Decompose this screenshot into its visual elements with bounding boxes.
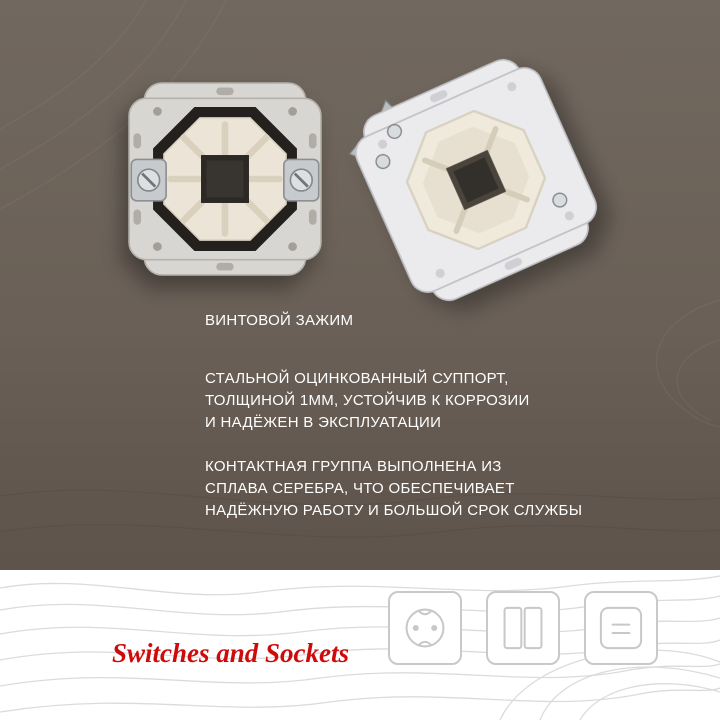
feature-steel-support: СТАЛЬНОЙ ОЦИНКОВАННЫЙ СУППОРТ, ТОЛЩИНОЙ … <box>205 370 530 431</box>
product-photo-front-view <box>116 70 334 288</box>
tagline: Switches and Sockets <box>112 638 350 668</box>
double-switch-icon <box>486 591 560 665</box>
feature-contact-group: КОНТАКТНАЯ ГРУППА ВЫПОЛНЕНА ИЗ СПЛАВА СЕ… <box>205 458 583 519</box>
socket-icon <box>388 591 462 665</box>
footer-band: Switches and Sockets <box>0 570 720 720</box>
support-back-illustration <box>348 59 597 301</box>
support-front-illustration <box>128 82 322 276</box>
feature-list: ВИНТОВОЙ ЗАЖИМ СТАЛЬНОЙ ОЦИНКОВАННЫЙ СУП… <box>205 310 635 544</box>
product-category-icons <box>388 591 658 665</box>
feature-screw-clamp: ВИНТОВОЙ ЗАЖИМ <box>205 312 354 329</box>
product-photo-back-view <box>325 29 626 330</box>
usb-socket-icon <box>584 591 658 665</box>
